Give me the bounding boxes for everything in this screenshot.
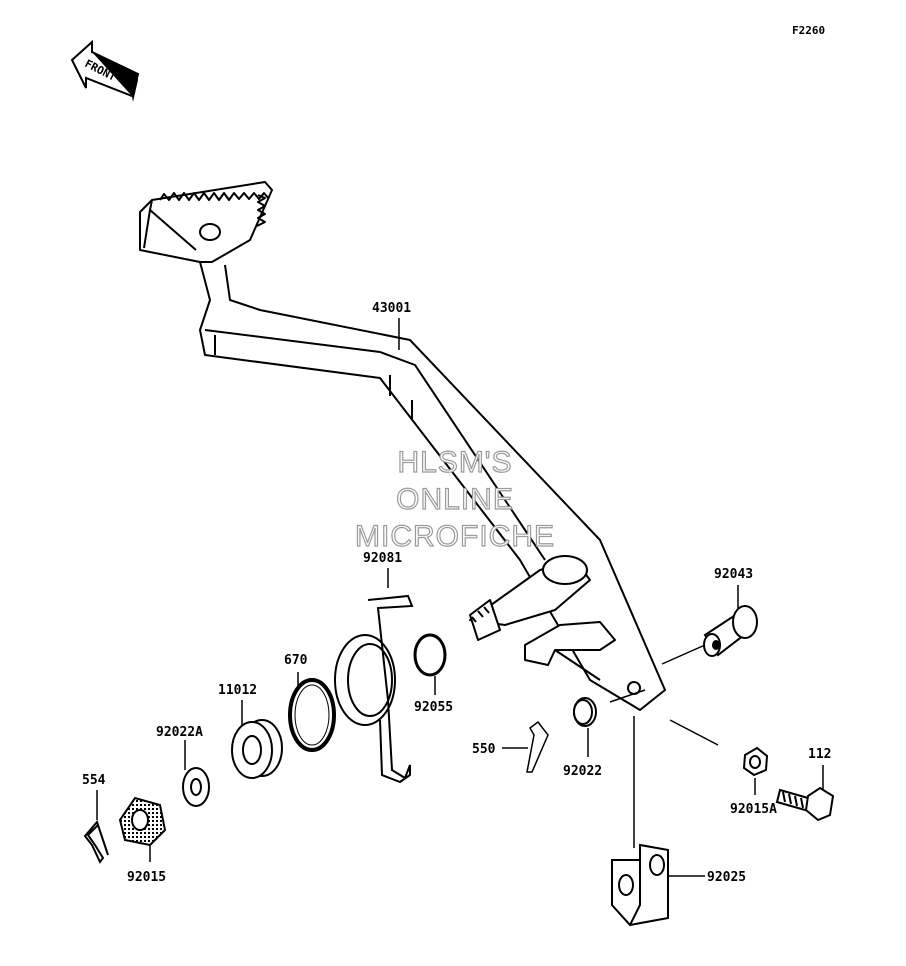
spring-part: [334, 594, 414, 784]
clip-554: [83, 820, 109, 864]
brake-pedal-part: [139, 181, 666, 711]
nut-92015: [118, 796, 167, 847]
front-arrow-icon: FRONT: [70, 39, 140, 102]
nut-92015A: [742, 746, 769, 777]
label-92025: 92025: [707, 870, 746, 885]
diagram-code: F2260: [792, 24, 826, 37]
watermark-line-3: MICROFICHE: [354, 519, 555, 553]
o-ring-92055: [413, 633, 447, 677]
label-92043: 92043: [714, 567, 753, 582]
bolt-112: [775, 786, 835, 822]
label-554: 554: [82, 773, 106, 788]
label-92022: 92022: [563, 764, 602, 779]
label-92022A: 92022A: [156, 725, 203, 740]
label-92015A: 92015A: [730, 802, 777, 817]
leader-lines: [96, 318, 824, 877]
label-670: 670: [284, 653, 308, 668]
joint-92025: [611, 843, 669, 927]
watermark-line-1: HLSM'S: [397, 445, 513, 479]
label-92055: 92055: [414, 700, 453, 715]
label-112: 112: [808, 747, 831, 762]
o-ring-670: [288, 678, 336, 752]
washer-92022A: [182, 767, 210, 807]
label-43001: 43001: [372, 301, 411, 316]
label-550: 550: [472, 742, 496, 757]
label-11012: 11012: [218, 683, 257, 698]
watermark-line-2: ONLINE: [396, 482, 514, 516]
pin-92043: [703, 605, 758, 657]
label-92015: 92015: [127, 870, 166, 885]
washer-92022: [573, 697, 597, 727]
label-92081: 92081: [363, 551, 402, 566]
part-labels: 43001 92081 670 11012 92022A 554 92015 9…: [82, 301, 831, 885]
cotter-pin-550: [526, 720, 549, 773]
bush-part: [231, 719, 283, 779]
